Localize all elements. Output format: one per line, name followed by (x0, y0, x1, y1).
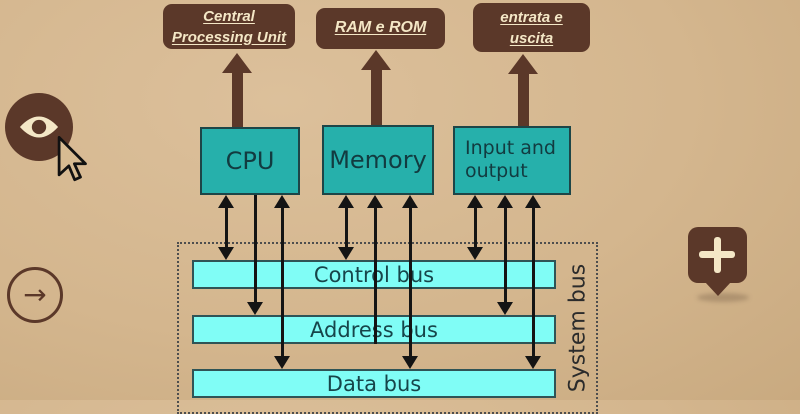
io-annotation-arrow-head (508, 54, 538, 74)
arrowhead-up-icon (497, 195, 513, 208)
arrowhead-down-icon (402, 356, 418, 369)
next-button[interactable]: → (7, 267, 63, 323)
memory-box-label: Memory (329, 146, 427, 174)
arrowhead-down-icon (247, 302, 263, 315)
connector-memory-address (373, 206, 377, 344)
arrowhead-down-icon (338, 247, 354, 260)
bubble-tail (704, 282, 731, 296)
label-line: entrata e (500, 8, 563, 26)
arrowhead-up-icon (402, 195, 418, 208)
connector-memory-data (408, 206, 412, 358)
memory-annotation-arrow-head (361, 50, 391, 70)
label-entrata-e-uscita: entrata e uscita (473, 3, 590, 52)
connector-memory-control (344, 206, 348, 249)
io-box-label: Input and output (465, 137, 556, 182)
connector-cpu-control (224, 206, 228, 249)
cpu-box: CPU (200, 127, 300, 195)
connector-io-data (531, 206, 535, 358)
label-ram-e-rom: RAM e ROM (316, 8, 445, 49)
add-button-shadow (697, 293, 749, 302)
connector-cpu-address (253, 195, 257, 304)
io-annotation-arrow (517, 71, 529, 126)
arrowhead-down-icon (497, 302, 513, 315)
connector-io-control (473, 206, 477, 249)
cpu-box-label: CPU (225, 147, 275, 175)
cpu-annotation-arrow (231, 70, 243, 127)
label-line: RAM e ROM (334, 19, 427, 37)
label-central-processing-unit: Central Processing Unit (163, 4, 295, 49)
add-button[interactable] (688, 227, 747, 296)
memory-box: Memory (322, 125, 434, 195)
arrowhead-down-icon (467, 247, 483, 260)
arrow-right-icon: → (23, 278, 47, 311)
arrowhead-up-icon (338, 195, 354, 208)
connector-io-address (503, 206, 507, 304)
mouse-cursor (57, 136, 87, 182)
eye-icon (18, 113, 60, 141)
data-bus-label: Data bus (326, 371, 422, 396)
arrowhead-down-icon (274, 356, 290, 369)
input-output-box: Input and output (453, 126, 571, 195)
data-bus-bar: Data bus (192, 369, 556, 398)
label-line: uscita (509, 29, 554, 47)
arrowhead-up-icon (467, 195, 483, 208)
system-bus-label: System bus (565, 263, 591, 393)
arrowhead-down-icon (218, 247, 234, 260)
arrowhead-down-icon (525, 356, 541, 369)
arrowhead-up-icon (367, 195, 383, 208)
label-line: Processing Unit (171, 28, 287, 46)
plus-icon (714, 237, 721, 273)
label-line: Central (203, 7, 255, 25)
cpu-annotation-arrow-head (222, 53, 252, 73)
arrowhead-up-icon (525, 195, 541, 208)
connector-cpu-data (280, 206, 284, 358)
memory-annotation-arrow (370, 67, 382, 125)
arrowhead-up-icon (218, 195, 234, 208)
arrowhead-up-icon (274, 195, 290, 208)
